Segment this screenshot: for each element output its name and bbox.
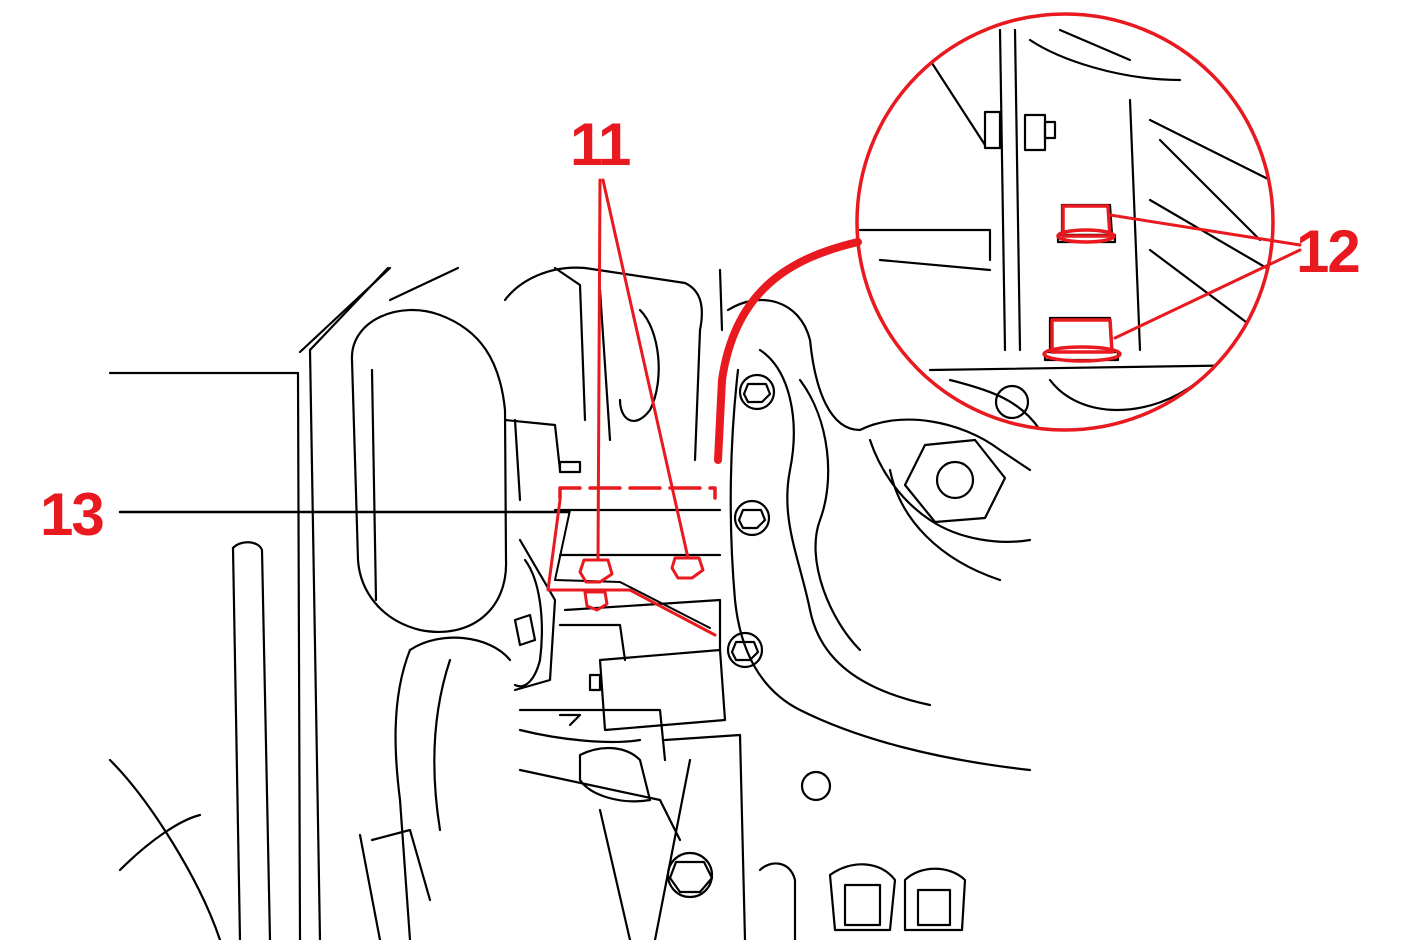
gasket-outline-13 <box>558 486 717 500</box>
leader-12-bottom <box>1113 248 1302 340</box>
gasket-profile-13 <box>546 498 717 637</box>
leader-12-top <box>1108 213 1302 247</box>
callout-label-12: 12 <box>1296 218 1361 285</box>
callout-graphics <box>118 12 1302 637</box>
bolt-11-c <box>583 590 609 612</box>
callout-label-11: 11 <box>570 111 631 178</box>
bolt-11-a <box>578 558 614 584</box>
leader-11-right <box>601 178 690 560</box>
leader-11-left <box>596 178 602 562</box>
line-drawing <box>108 266 1032 940</box>
bolt-11-b <box>670 556 705 580</box>
bolt-12-b <box>1042 318 1122 363</box>
bolt-12-a <box>1056 204 1116 244</box>
callout-label-13: 13 <box>40 481 105 548</box>
inset-circle <box>855 12 1275 432</box>
gasket-profile-13b <box>554 509 711 629</box>
inset-connector <box>714 238 862 464</box>
